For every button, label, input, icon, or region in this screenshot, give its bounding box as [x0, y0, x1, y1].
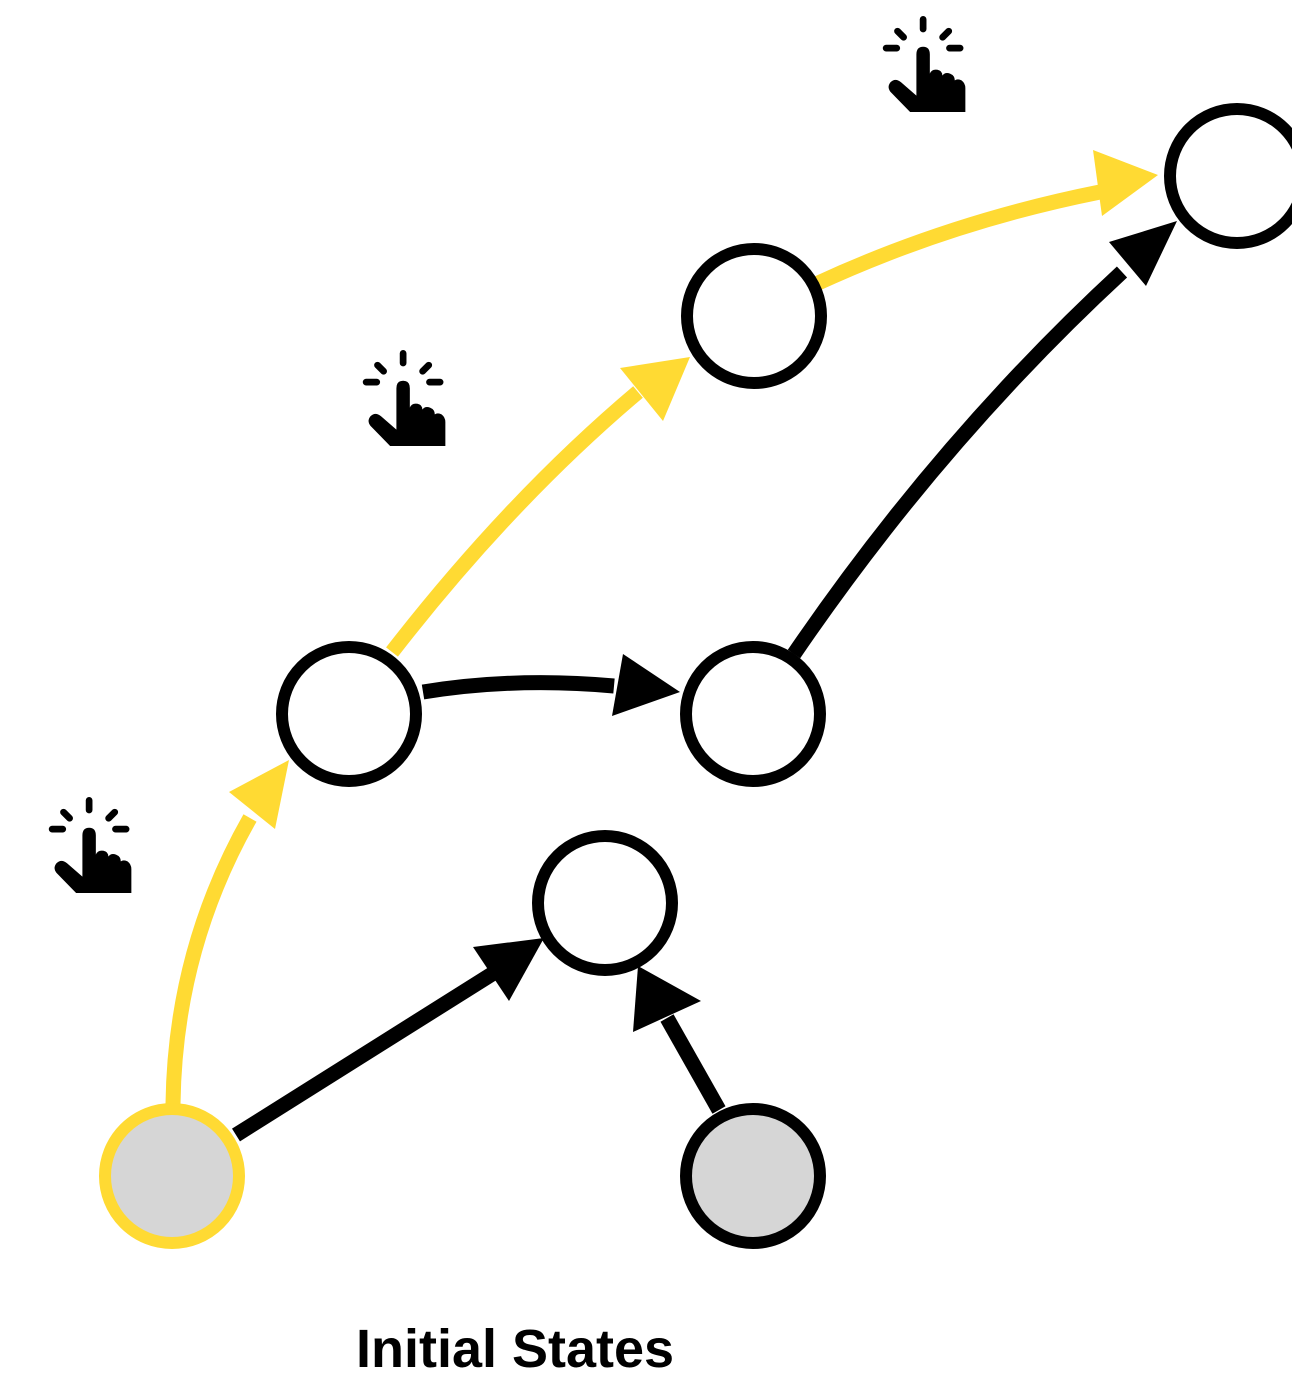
hand-tap-icon: [362, 350, 446, 446]
node-left: [276, 641, 422, 787]
black-arrowheads: [473, 221, 1177, 1032]
edge-start-b-to-mid: [660, 1014, 726, 1114]
edge-start-a-to-left: [165, 814, 257, 1105]
arrowhead-left-to-upper: [620, 357, 690, 421]
node-end: [1164, 103, 1292, 249]
highlighted-edges: [165, 184, 1102, 1105]
edge-start-a-to-mid: [232, 962, 504, 1142]
highlighted-arrowheads: [229, 150, 1158, 829]
node-start-a: [99, 1103, 245, 1249]
arrowhead-upper-to-end: [1093, 150, 1158, 216]
edge-right-to-end: [787, 266, 1128, 659]
edge-left-to-right: [421, 675, 615, 700]
node-start-b: [680, 1103, 826, 1249]
arrowhead-start-a-to-mid: [473, 938, 544, 1001]
hand-tap-icon: [48, 797, 132, 893]
node-upper: [681, 243, 827, 389]
arrowhead-start-a-to-left: [229, 760, 289, 829]
node-right: [680, 641, 826, 787]
black-edges: [232, 266, 1128, 1142]
arrowhead-start-b-to-mid: [633, 966, 701, 1032]
arrowhead-right-to-end: [1109, 221, 1177, 286]
edge-left-to-upper: [386, 386, 643, 657]
node-mid: [532, 830, 678, 976]
initial-states-caption: Initial States: [356, 1319, 675, 1379]
arrowhead-left-to-right: [612, 654, 680, 716]
edge-upper-to-end: [812, 184, 1102, 291]
nodes: [99, 103, 1292, 1249]
tap-icons: [48, 16, 966, 893]
hand-tap-icon: [882, 16, 966, 112]
